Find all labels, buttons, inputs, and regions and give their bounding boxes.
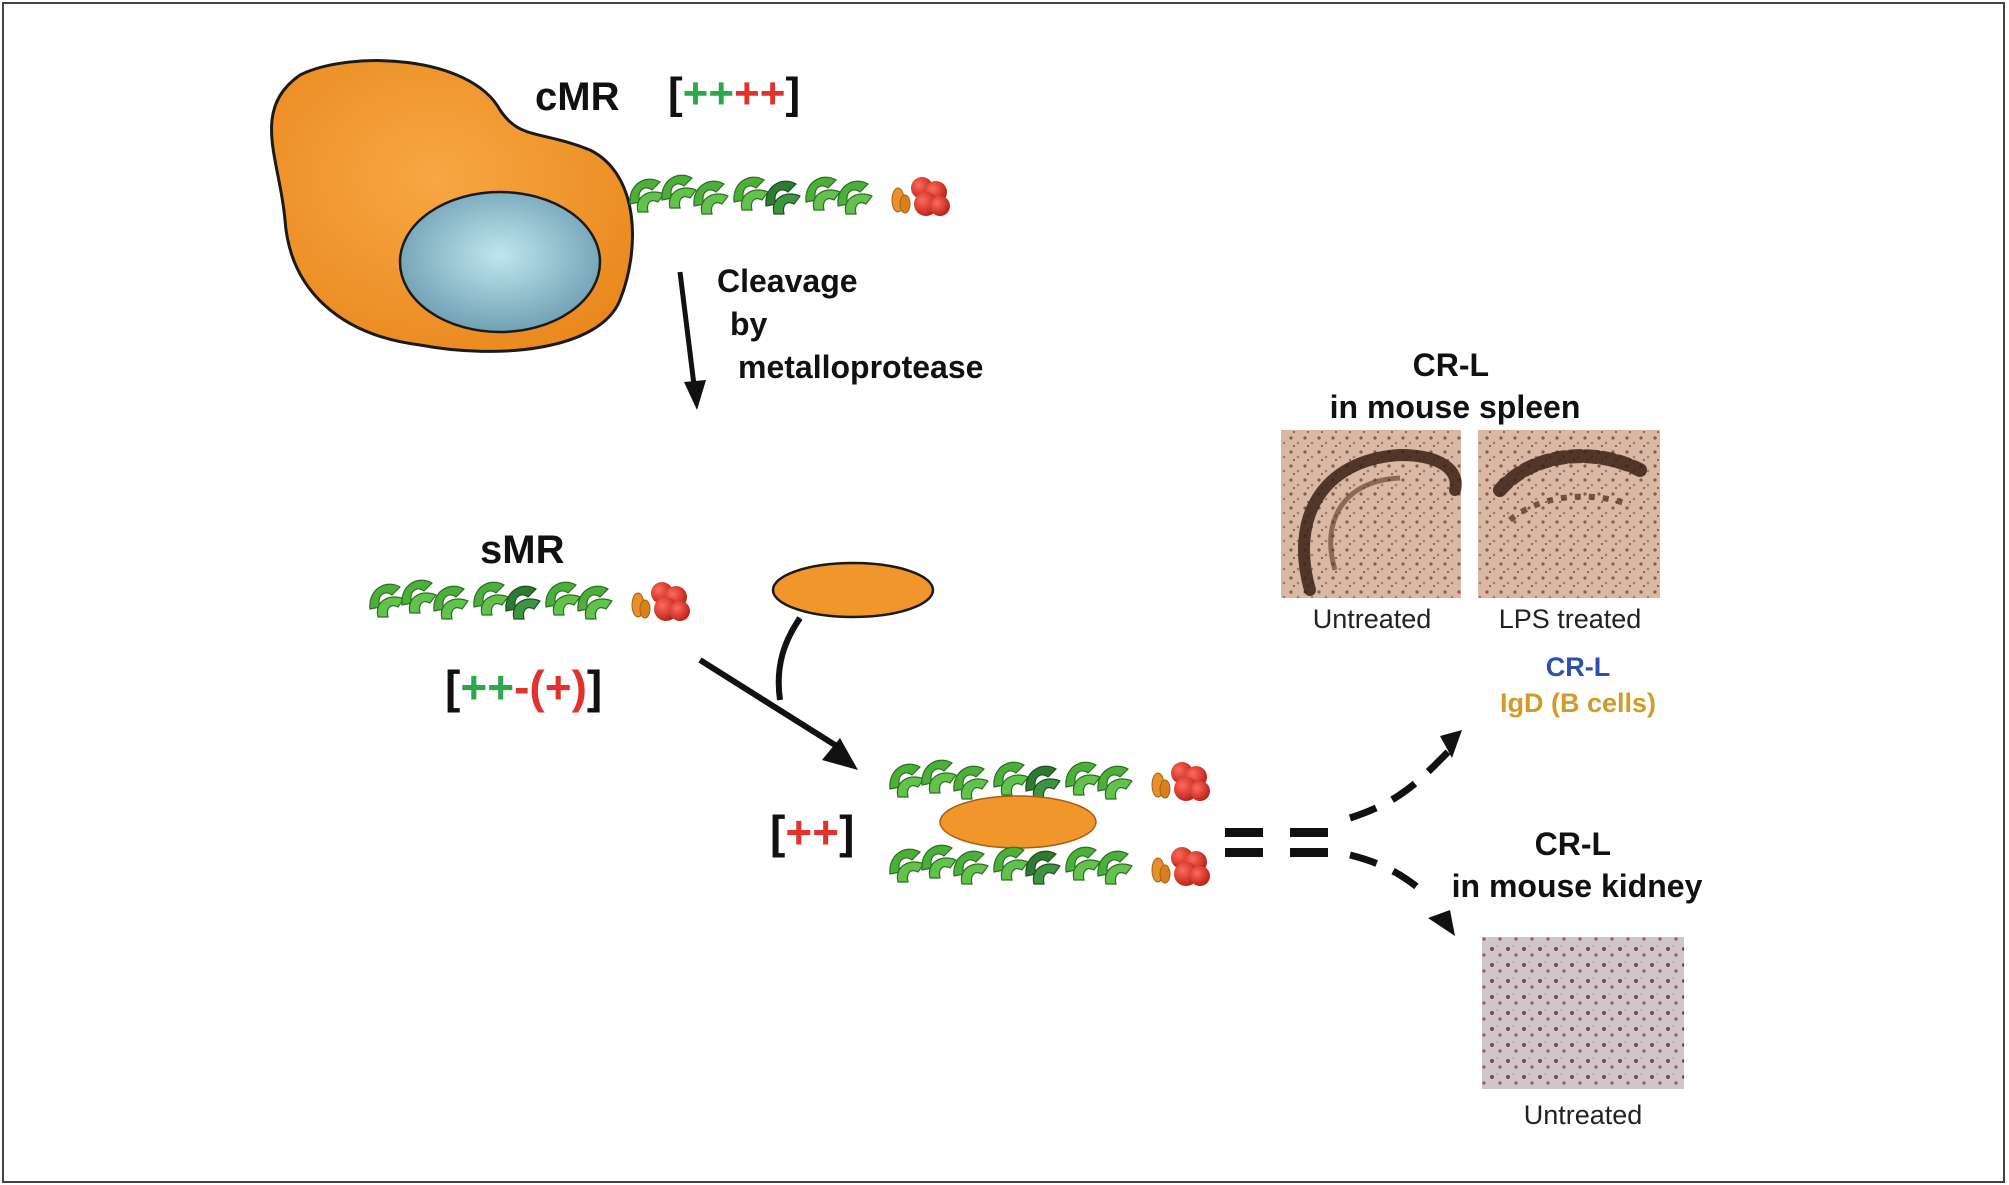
smr-charge: [++-(+)] [445,661,602,713]
complex-charge: [++] [770,806,854,858]
cmr-receptor-chain [630,175,950,216]
dashed-arrow-down [1349,851,1433,901]
dashed-arrowhead-up [1440,730,1462,758]
cell-nucleus [398,190,602,334]
smr-receptor-chain [370,580,690,621]
cmr-charge: [++++] [668,69,800,118]
equals-sign [1225,828,1328,857]
cmr-label: cMR [535,75,620,119]
binding-arrowhead [822,738,858,770]
kidney-image-untreated [1482,937,1684,1089]
spleen-caption-lps: LPS treated [1499,604,1642,634]
spleen-title: CR-L in mouse spleen [1330,347,1581,425]
legend-crl: CR-L [1546,652,1610,682]
cleavage-arrow [677,271,706,410]
spleen-image-untreated [1281,430,1462,598]
complex-ligand [939,795,1097,849]
binding-arrow [698,616,837,748]
dashed-arrow-up [1348,749,1451,822]
legend-igd: IgD (B cells) [1500,688,1656,718]
spleen-image-lps [1478,430,1660,598]
ligand-ellipse [771,561,935,619]
complex-chain-bottom [890,845,1210,886]
smr-label: sMR [480,528,565,572]
complex-chain-top [890,760,1210,801]
spleen-caption-untreated: Untreated [1313,604,1432,634]
dashed-arrowhead-down [1428,910,1455,936]
cleavage-label: Cleavage by metalloprotease [717,263,983,385]
kidney-title: CR-L in mouse kidney [1452,826,1703,904]
kidney-caption-untreated: Untreated [1524,1100,1643,1130]
